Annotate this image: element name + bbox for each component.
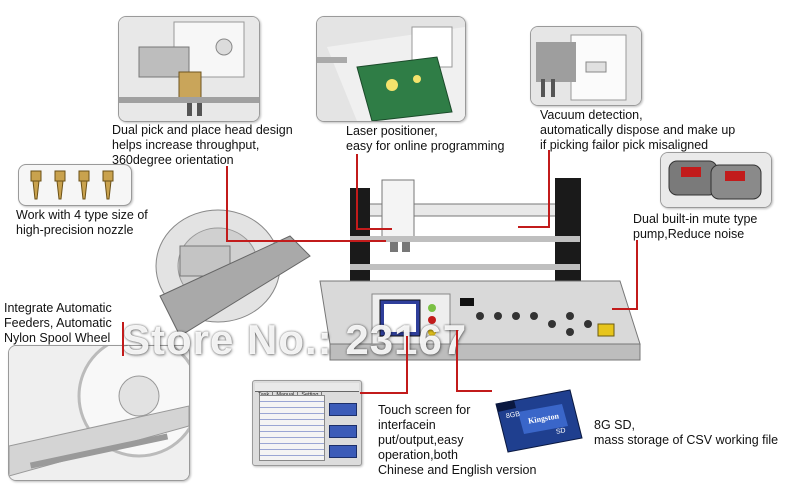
leader-pump-h [612, 308, 638, 310]
leader-vacuum-v [548, 150, 550, 228]
store-watermark: Store No.: 23167 [122, 316, 468, 363]
sd-card: 8GB Kingston SD [488, 386, 586, 456]
pick-head-illustration [119, 17, 259, 121]
nozzle-illustration [30, 170, 114, 200]
vacuum-photo [530, 26, 642, 106]
leader-sd-h [456, 390, 492, 392]
laser-illustration [317, 17, 465, 121]
touchscreen-button-1[interactable] [329, 403, 357, 416]
leader-pump-v [636, 240, 638, 310]
leader-vacuum-h [518, 226, 550, 228]
leader-feeders [122, 322, 124, 356]
vacuum-illustration [531, 27, 641, 105]
touchscreen-photo: TaskManualSetting [252, 380, 362, 466]
touchscreen-tab-bar: TaskManualSetting [255, 383, 359, 399]
leader-pick-head-h [226, 240, 386, 242]
leader-pick-head-v [226, 166, 228, 242]
touchscreen-caption: Touch screen for interfacein put/output,… [378, 403, 537, 477]
leader-touch-h [360, 392, 408, 394]
laser-caption: Laser positioner, easy for online progra… [346, 124, 505, 153]
nozzle-photo [18, 164, 132, 206]
pump-illustration [661, 153, 771, 207]
vacuum-caption: Vacuum detection, automatically dispose … [540, 108, 736, 152]
pump-caption: Dual built-in mute type pump,Reduce nois… [633, 212, 758, 241]
touchscreen-button-2[interactable] [329, 425, 357, 438]
pick-head-photo [118, 16, 260, 122]
pick-head-caption: Dual pick and place head design helps in… [112, 123, 293, 167]
touchscreen-task-list[interactable] [259, 395, 325, 461]
leader-sd-v [456, 330, 458, 392]
nozzle-caption: Work with 4 type size of high-precision … [16, 208, 148, 237]
leader-touch-v [406, 336, 408, 394]
leader-laser-v [356, 154, 358, 230]
pick-and-place-machine [155, 178, 641, 361]
feeders-caption: Integrate Automatic Feeders, Automatic N… [4, 301, 112, 345]
pump-photo [660, 152, 772, 208]
sd-card-illustration [495, 389, 583, 453]
touchscreen-button-3[interactable] [329, 445, 357, 458]
laser-photo [316, 16, 466, 122]
leader-laser-h [356, 228, 392, 230]
sd-caption: 8G SD, mass storage of CSV working file [594, 418, 779, 447]
spool-photo [8, 345, 190, 481]
spool-illustration [9, 346, 189, 480]
